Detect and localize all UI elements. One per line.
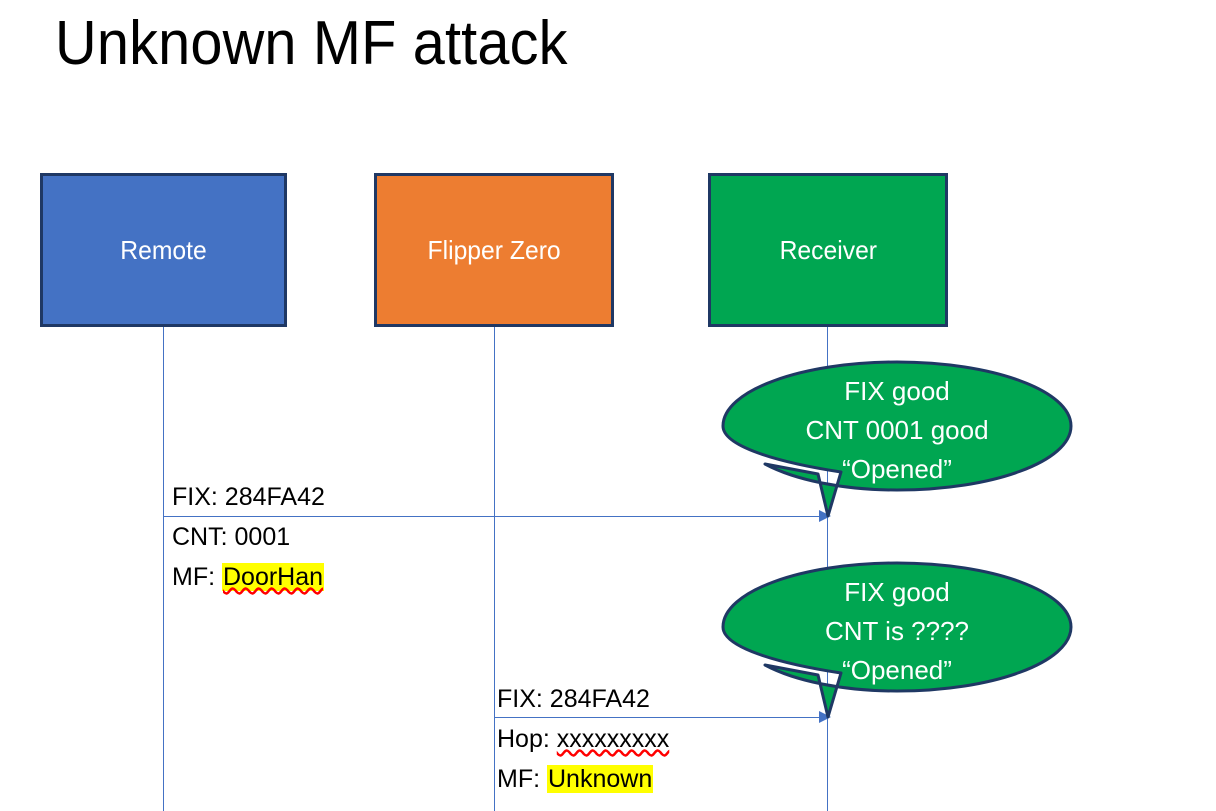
message-line: FIX: 284FA42	[497, 679, 669, 719]
actor-label-remote: Remote	[120, 235, 207, 265]
message-line: MF: Unknown	[497, 759, 669, 799]
callout-shape-1	[721, 360, 1073, 518]
message-line-value: 0001	[234, 523, 291, 551]
actor-label-flipper: Flipper Zero	[427, 235, 561, 265]
message-line: Hop: xxxxxxxxx	[497, 719, 669, 759]
message-label-block-2: FIX: 284FA42 Hop: xxxxxxxxx MF: Unknown	[497, 679, 669, 799]
message-line: CNT: 0001	[172, 517, 325, 557]
message-line-label: FIX:	[172, 483, 218, 511]
actor-label-receiver: Receiver	[779, 235, 877, 265]
page-title: Unknown MF attack	[55, 9, 568, 78]
callout-bubble-2[interactable]: FIX good CNT is ???? “Opened”	[721, 561, 1073, 719]
message-line-value-highlighted: DoorHan	[222, 563, 325, 591]
message-line-value: 284FA42	[549, 685, 650, 713]
message-label-block-1: FIX: 284FA42 CNT: 0001 MF: DoorHan	[172, 477, 325, 597]
message-line-label: FIX:	[497, 685, 543, 713]
callout-bubble-1[interactable]: FIX good CNT 0001 good “Opened”	[721, 360, 1073, 518]
message-line-label: MF:	[172, 563, 216, 591]
message-line: FIX: 284FA42	[172, 477, 325, 517]
actor-box-remote[interactable]: Remote	[40, 173, 287, 327]
message-line: MF: DoorHan	[172, 557, 325, 597]
message-line-label: Hop:	[497, 725, 550, 753]
message-line-label: MF:	[497, 765, 541, 793]
message-line-label: CNT:	[172, 523, 228, 551]
lifeline-remote	[163, 327, 164, 811]
message-line-value: xxxxxxxxx	[556, 725, 670, 753]
callout-shape-2	[721, 561, 1073, 719]
lifeline-flipper	[494, 327, 495, 811]
actor-box-flipper[interactable]: Flipper Zero	[374, 173, 614, 327]
actor-box-receiver[interactable]: Receiver	[708, 173, 948, 327]
message-line-value: 284FA42	[224, 483, 325, 511]
message-line-value-highlighted: Unknown	[547, 765, 654, 793]
